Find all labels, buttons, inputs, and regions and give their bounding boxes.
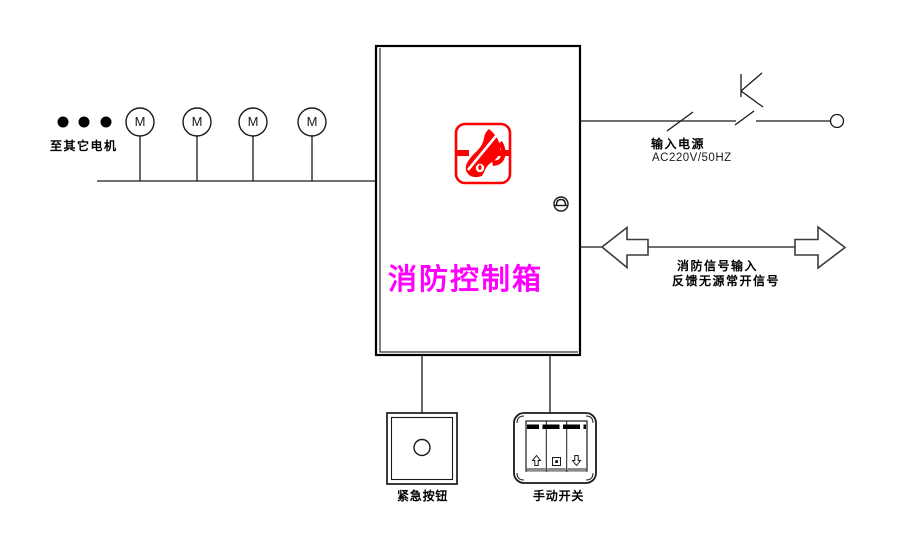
- control-box-title: 消防控制箱: [388, 264, 544, 296]
- motor-letter: M: [134, 114, 146, 129]
- signal-arrows: [600, 225, 847, 270]
- rocker-up-arrow-icon: [531, 454, 542, 466]
- power-input-circuit: [580, 110, 845, 132]
- ellipsis-dots-icon: [57, 116, 112, 128]
- power-input-label: 输入电源: [651, 137, 706, 151]
- feedback-signal-label: 反馈无源常开信号: [672, 274, 781, 288]
- fire-logo-icon: [454, 122, 512, 185]
- control-box-outline: [374, 44, 582, 357]
- motor-letter: M: [247, 114, 259, 129]
- motor-symbols: [125, 107, 327, 137]
- contactor-k-symbol: [740, 72, 764, 108]
- manual-switch-symbol: [513, 412, 597, 484]
- door-lock-icon: [553, 196, 569, 212]
- signal-input-label: 消防信号输入: [677, 259, 759, 273]
- emergency-button-label: 紧急按钮: [397, 489, 449, 503]
- emergency-button-symbol: [386, 412, 458, 485]
- device-drop-lines: [421, 355, 551, 413]
- power-spec-label: AC220V/50HZ: [652, 152, 732, 164]
- motor-feeder-lines: [97, 136, 376, 182]
- motor-letter: M: [191, 114, 203, 129]
- to-other-motors-label: 至其它电机: [50, 139, 118, 153]
- rocker-down-arrow-icon: [571, 455, 582, 467]
- arrow-right-icon: [794, 225, 847, 270]
- arrow-left-icon: [600, 225, 649, 270]
- motor-letter: M: [306, 114, 318, 129]
- manual-switch-label: 手动开关: [533, 489, 585, 503]
